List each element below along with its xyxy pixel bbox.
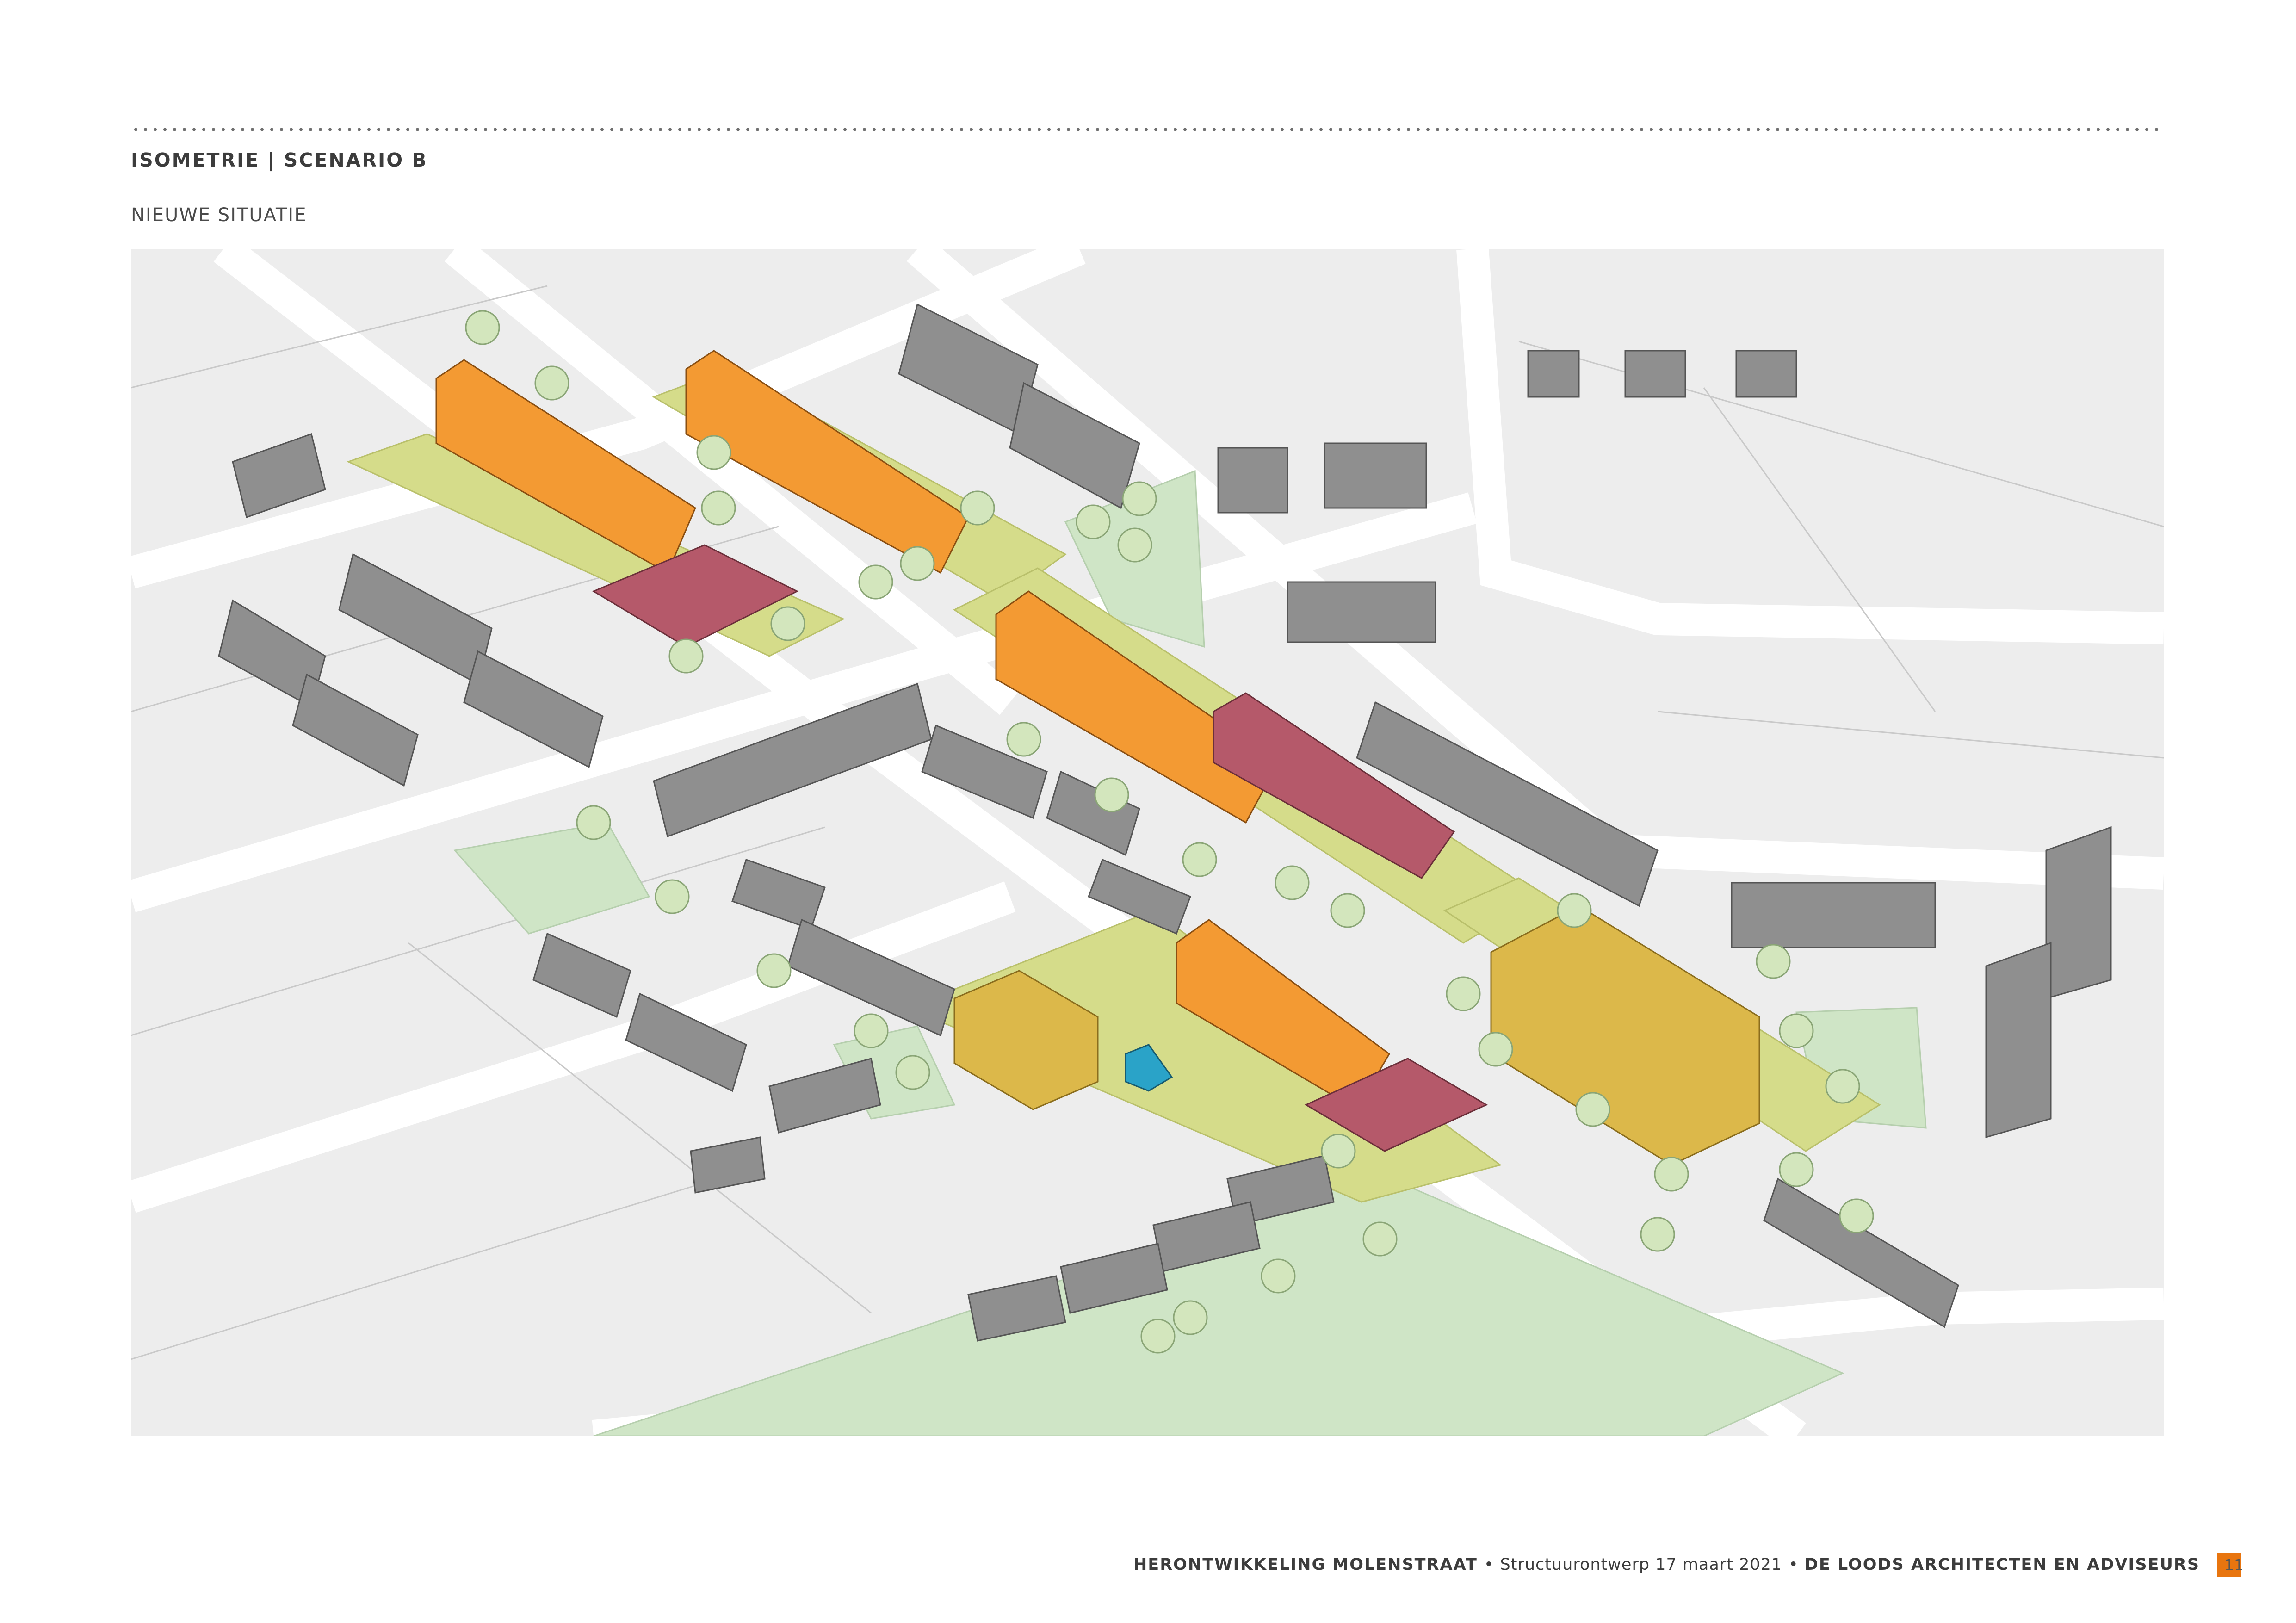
- page-footer: HERONTWIKKELING MOLENSTRAAT • Structuuro…: [1133, 1551, 2242, 1579]
- footer-document: Structuurontwerp 17 maart 2021: [1500, 1555, 1782, 1574]
- section-title: ISOMETRIE | SCENARIO B: [131, 149, 428, 171]
- street-east: [1456, 249, 2164, 644]
- new-housing: [435, 350, 1390, 1111]
- green-plot-west: [453, 822, 650, 935]
- street-cross-middle: [131, 492, 1477, 912]
- footer-bullet: •: [1484, 1555, 1494, 1574]
- page-number: 11: [2224, 1555, 2244, 1574]
- section-subtitle: NIEUWE SITUATIE: [131, 204, 307, 226]
- street-upper: [444, 249, 1021, 715]
- footer-project: HERONTWIKKELING MOLENSTRAAT: [1133, 1555, 1478, 1574]
- existing-buildings: [218, 303, 2112, 1342]
- footer-firm: DE LOODS ARCHITECTEN EN ADVISEURS: [1804, 1555, 2200, 1574]
- new-housing-alt: [592, 544, 1488, 1152]
- dotted-rule: [131, 127, 2164, 132]
- footer-accent-square: [2217, 1553, 2242, 1577]
- accent-building: [1125, 1044, 1173, 1092]
- isometric-site-plan: [131, 249, 2164, 1436]
- footer-bullet: •: [1789, 1555, 1798, 1574]
- street-molenstraat: [213, 249, 1806, 1436]
- street-cross-north: [131, 249, 1086, 588]
- trees: [465, 310, 1874, 1354]
